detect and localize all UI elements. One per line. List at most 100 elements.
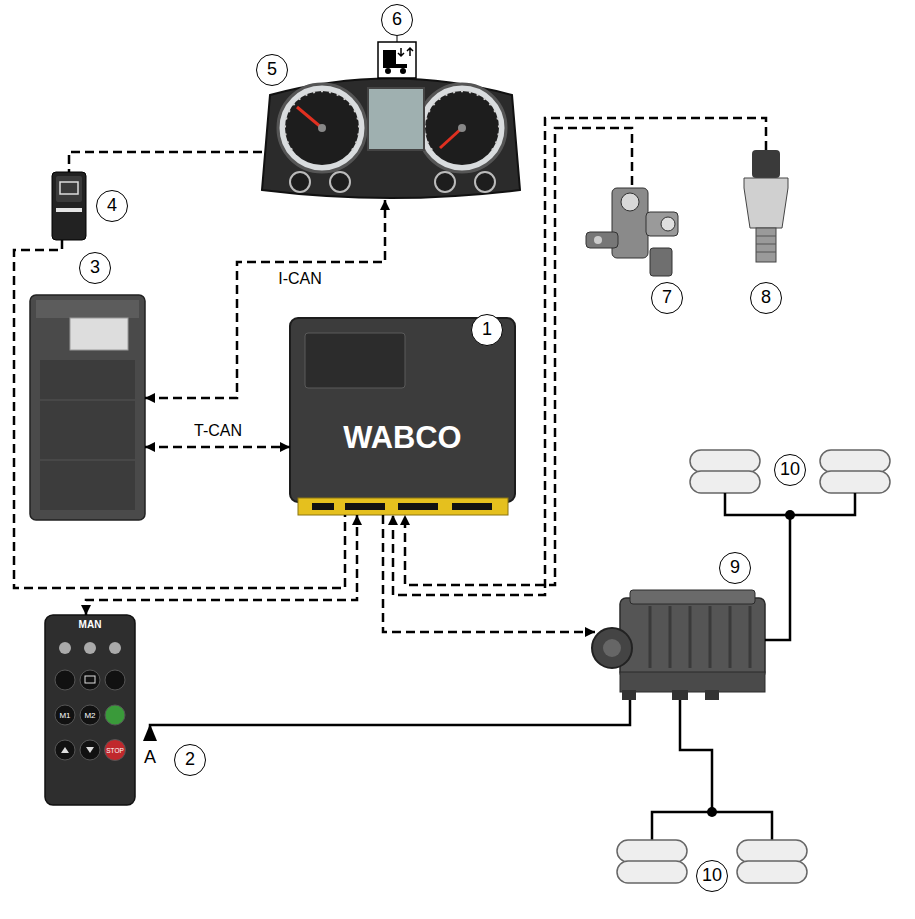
solenoid-valve-block-part (669, 606, 672, 668)
instrument-cluster-part (297, 107, 322, 128)
callout-number: 3 (79, 252, 111, 284)
warning-lamp-icon-part (407, 48, 413, 56)
signal-wire (393, 118, 766, 595)
remote-control-part (55, 670, 75, 690)
warning-lamp-icon-part (378, 42, 416, 78)
central-control-unit-part (36, 300, 139, 318)
signal-wire (86, 515, 357, 615)
air-bellows-rear-part (617, 861, 687, 883)
instrument-cluster-part (285, 91, 359, 150)
height-sensor-part (650, 248, 672, 276)
pressure-sensor-part (752, 150, 780, 178)
rocker-switch (52, 172, 86, 240)
instrument-cluster-part (368, 88, 424, 150)
height-sensor-part (661, 217, 675, 231)
port-label: A (144, 747, 156, 768)
ecas-control-unit-part (312, 503, 334, 510)
solenoid-valve-block-part (620, 672, 765, 692)
central-control-unit: 3 (30, 295, 145, 520)
solenoid-valve-block-part (592, 628, 632, 668)
signal-wire (145, 200, 385, 398)
callout-number: 10 (774, 454, 806, 486)
air-bellows-front (690, 450, 890, 523)
supply-line-part (143, 724, 157, 741)
solenoid-valve-block-part (620, 598, 765, 678)
brand-label: WABCO (290, 420, 515, 456)
air-line (765, 523, 790, 640)
instrument-cluster-part (440, 128, 462, 148)
instrument-cluster-part (475, 172, 495, 192)
remote-control-part (105, 705, 125, 725)
instrument-cluster-part (458, 124, 466, 132)
remote-control-part (80, 740, 100, 760)
air-bellows-front-part (690, 450, 760, 472)
air-bellows-rear: 10 (610, 794, 815, 895)
signal-wire (69, 152, 262, 172)
remote-control-part (61, 747, 69, 753)
remote-control-part (109, 642, 121, 654)
instrument-cluster-part (290, 172, 310, 192)
supply-line-part (150, 700, 630, 740)
rocker-switch-part (56, 208, 82, 212)
button-label: M1 (59, 711, 70, 720)
callout-number: 7 (651, 282, 683, 314)
remote-control-part (85, 676, 95, 683)
air-bellows-front-part (690, 471, 760, 493)
rocker-switch-part (60, 182, 78, 194)
connector-group (14, 118, 790, 794)
air-line (680, 700, 712, 794)
instrument-cluster-part (262, 79, 520, 199)
bus-label: T-CAN (192, 422, 244, 440)
callout-number: 9 (719, 552, 751, 584)
solenoid-valve-block-part (749, 606, 752, 668)
warning-lamp-icon (378, 36, 416, 78)
air-bellows-front-part (725, 493, 855, 523)
pressure-sensor: 8 (742, 150, 790, 265)
button-label: STOP (106, 747, 124, 754)
callout-number: 5 (256, 54, 288, 86)
ecas-control-unit (290, 318, 515, 515)
solenoid-valve-block (592, 590, 765, 700)
signal-wire (145, 446, 290, 449)
remote-control-part (86, 747, 94, 753)
ecas-control-unit: 1WABCO (290, 312, 515, 515)
warning-lamp-icon-part (383, 50, 396, 64)
height-sensor: 7 (585, 185, 680, 280)
air-bellows-rear-part (707, 807, 717, 817)
pressure-sensor-part (744, 178, 788, 228)
remote-control-part (59, 642, 71, 654)
solenoid-valve-block-part (689, 606, 692, 668)
instrument-cluster-part (330, 172, 350, 192)
air-bellows-front-part (820, 450, 890, 472)
rocker-switch: 4 (52, 172, 86, 240)
remote-control-part (84, 642, 96, 654)
height-sensor-part (612, 188, 648, 258)
instrument-cluster-part (435, 172, 455, 192)
pressure-sensor-part (756, 252, 776, 253)
central-control-unit (30, 295, 145, 520)
warning-lamp-icon-part (398, 48, 404, 56)
height-sensor (586, 188, 678, 276)
remote-control (45, 615, 135, 805)
ecas-control-unit-part (345, 503, 385, 510)
solenoid-valve-block-part (622, 690, 636, 700)
instrument-cluster-part (318, 124, 326, 132)
central-control-unit-part (40, 400, 135, 401)
air-bellows-front-part (785, 510, 795, 520)
height-sensor-part (621, 193, 639, 211)
remote-control-part (55, 705, 75, 725)
air-bellows-rear-part (737, 861, 807, 883)
central-control-unit-part (40, 360, 135, 510)
instrument-cluster: 5 (262, 75, 520, 200)
instrument-cluster-part (425, 91, 499, 165)
height-sensor-part (594, 236, 602, 244)
pressure-sensor-part (756, 228, 776, 262)
pressure-sensor (744, 150, 788, 262)
instrument-cluster-part (425, 91, 499, 150)
callout-number: 8 (750, 282, 782, 314)
air-bellows-front-part (820, 471, 890, 493)
remote-control-part (105, 740, 126, 761)
instrument-cluster (262, 79, 520, 199)
